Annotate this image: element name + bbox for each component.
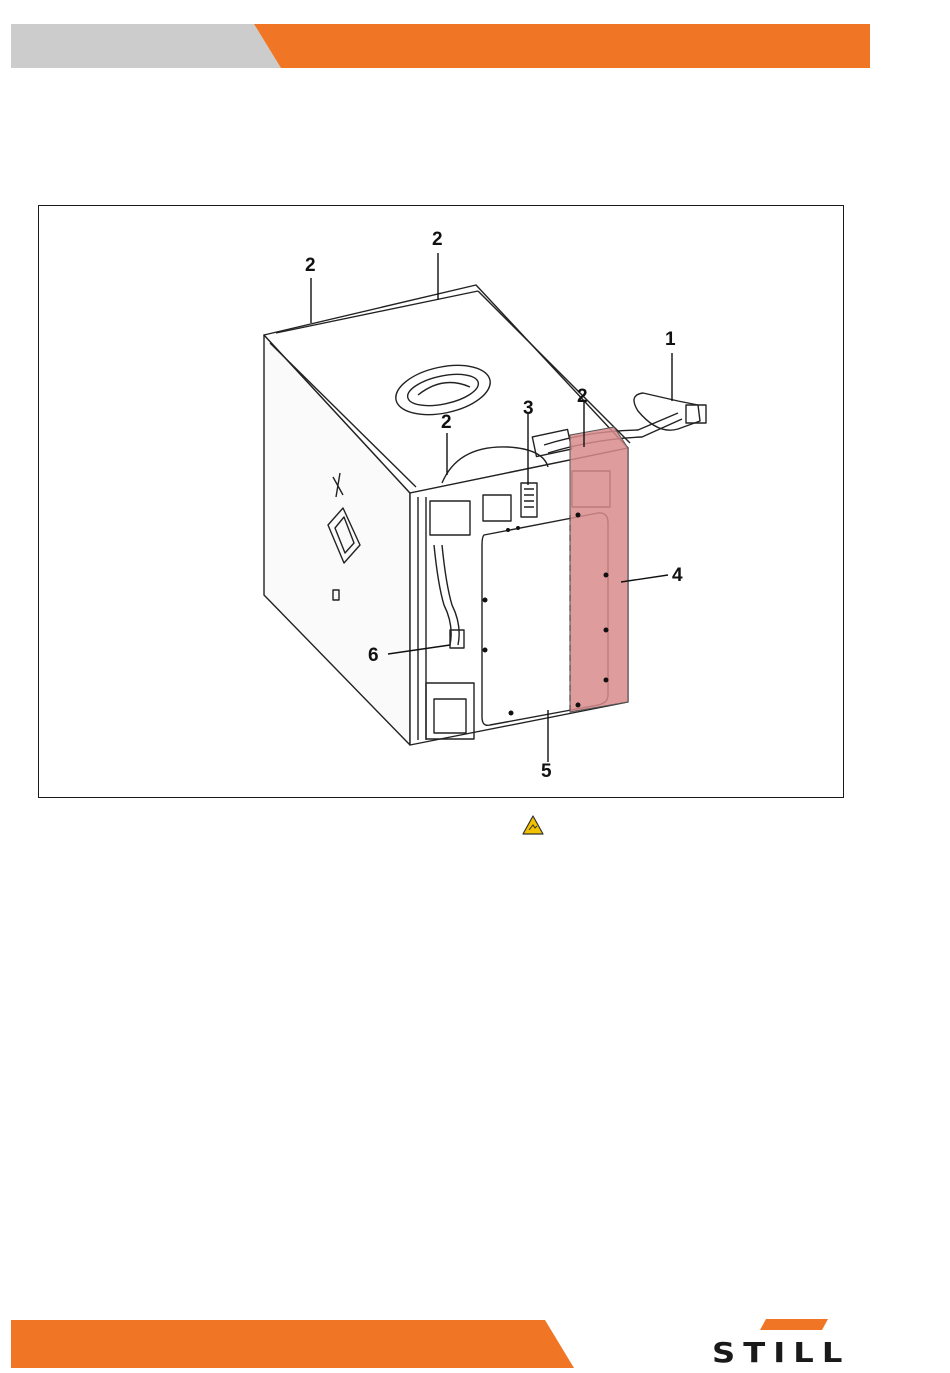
callout-2-top-left: 2 (305, 256, 316, 275)
callout-2-top: 2 (432, 230, 443, 249)
charging-plug (634, 393, 700, 430)
header-orange-band (254, 24, 870, 68)
callout-1: 1 (665, 330, 676, 349)
still-logo: STILL (706, 1316, 876, 1368)
highlight-region (570, 427, 628, 712)
warning-triangle-icon (522, 815, 544, 835)
callout-2-front: 2 (441, 413, 452, 432)
footer-band (0, 1310, 600, 1368)
callout-4: 4 (672, 566, 683, 585)
still-logo-text: STILL (712, 1336, 850, 1369)
callout-2-right: 2 (577, 387, 588, 406)
header-grey-tab (11, 24, 281, 68)
callout-3: 3 (523, 399, 534, 418)
callout-6: 6 (368, 646, 379, 665)
header-bar (0, 0, 950, 80)
callout-5: 5 (541, 762, 552, 781)
battery-illustration (38, 205, 844, 798)
